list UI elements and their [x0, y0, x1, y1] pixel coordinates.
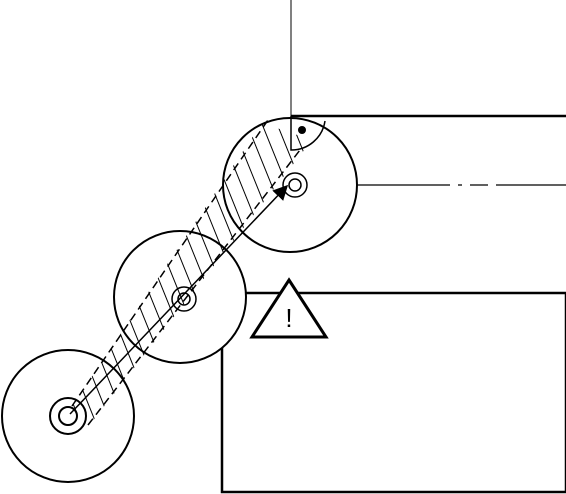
- warning-symbol-text: !: [285, 303, 292, 333]
- lower-box: [220, 291, 566, 494]
- motion-arrow: [69, 184, 289, 415]
- hatched-sweep-band: [72, 123, 312, 427]
- warning-triangle-icon: !: [249, 277, 329, 339]
- right-angle-dot: [298, 126, 306, 134]
- sweep-edge-left: [71, 119, 269, 407]
- sweep-edge-right: [87, 149, 301, 426]
